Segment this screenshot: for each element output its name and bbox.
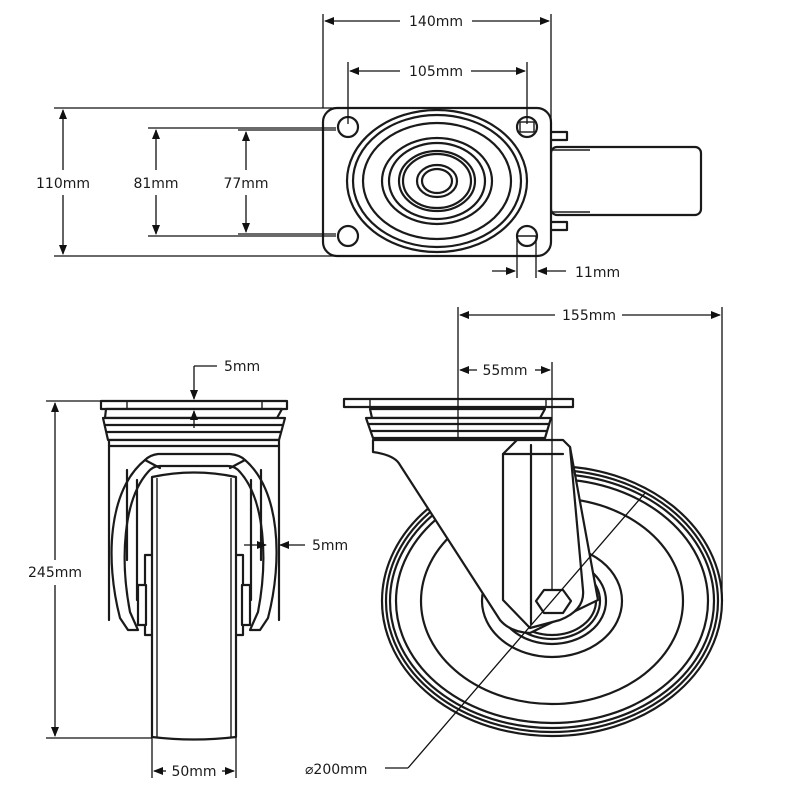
label-wheel-diameter: ⌀200mm bbox=[305, 762, 367, 778]
axle-nut bbox=[534, 588, 573, 615]
label-plate-height: 110mm bbox=[36, 176, 90, 192]
dimension-wheel-diameter: ⌀200mm bbox=[305, 492, 646, 778]
dimension-plate-width: 140mm bbox=[322, 14, 552, 135]
bolt-hole bbox=[336, 224, 360, 248]
brake-lever bbox=[547, 130, 703, 232]
dimension-total-height: 245mm bbox=[28, 400, 152, 739]
dimension-hole-spacing-y-outer: 81mm bbox=[133, 127, 336, 237]
dimension-hole-spacing-y-inner: 77mm bbox=[223, 129, 336, 235]
front-view: 5mm 5mm 245mm 50mm bbox=[28, 359, 348, 780]
swivel-rings bbox=[345, 108, 529, 254]
label-hole-spacing-y-outer: 81mm bbox=[133, 176, 178, 192]
front-plate bbox=[99, 399, 289, 411]
label-slot-width: 11mm bbox=[575, 265, 620, 281]
dimension-hole-spacing-x: 105mm bbox=[347, 62, 528, 124]
dimension-offset: 55mm bbox=[459, 362, 553, 590]
label-offset: 55mm bbox=[482, 363, 527, 379]
side-view: ⌀200mm 155mm 55mm bbox=[305, 307, 724, 778]
dimension-fork-thickness: 5mm bbox=[244, 538, 348, 554]
top-view: 140mm 105mm 110mm 81mm bbox=[36, 14, 703, 281]
label-wheel-width: 50mm bbox=[171, 764, 216, 780]
dimension-plate-height: 110mm bbox=[36, 107, 340, 257]
dimension-plate-thickness: 5mm bbox=[190, 359, 260, 428]
front-wheel bbox=[150, 471, 238, 741]
dimension-slot-width: 11mm bbox=[492, 236, 620, 281]
label-total-height: 245mm bbox=[28, 565, 82, 581]
label-total-depth: 155mm bbox=[562, 308, 616, 324]
label-plate-width: 140mm bbox=[409, 14, 463, 30]
dimension-total-depth: 155mm bbox=[457, 307, 723, 601]
label-plate-thickness: 5mm bbox=[224, 359, 260, 375]
label-fork-thickness: 5mm bbox=[312, 538, 348, 554]
fork bbox=[110, 452, 278, 632]
dimension-wheel-width: 50mm bbox=[151, 738, 237, 780]
label-hole-spacing-y-inner: 77mm bbox=[223, 176, 268, 192]
label-hole-spacing-x: 105mm bbox=[409, 64, 463, 80]
